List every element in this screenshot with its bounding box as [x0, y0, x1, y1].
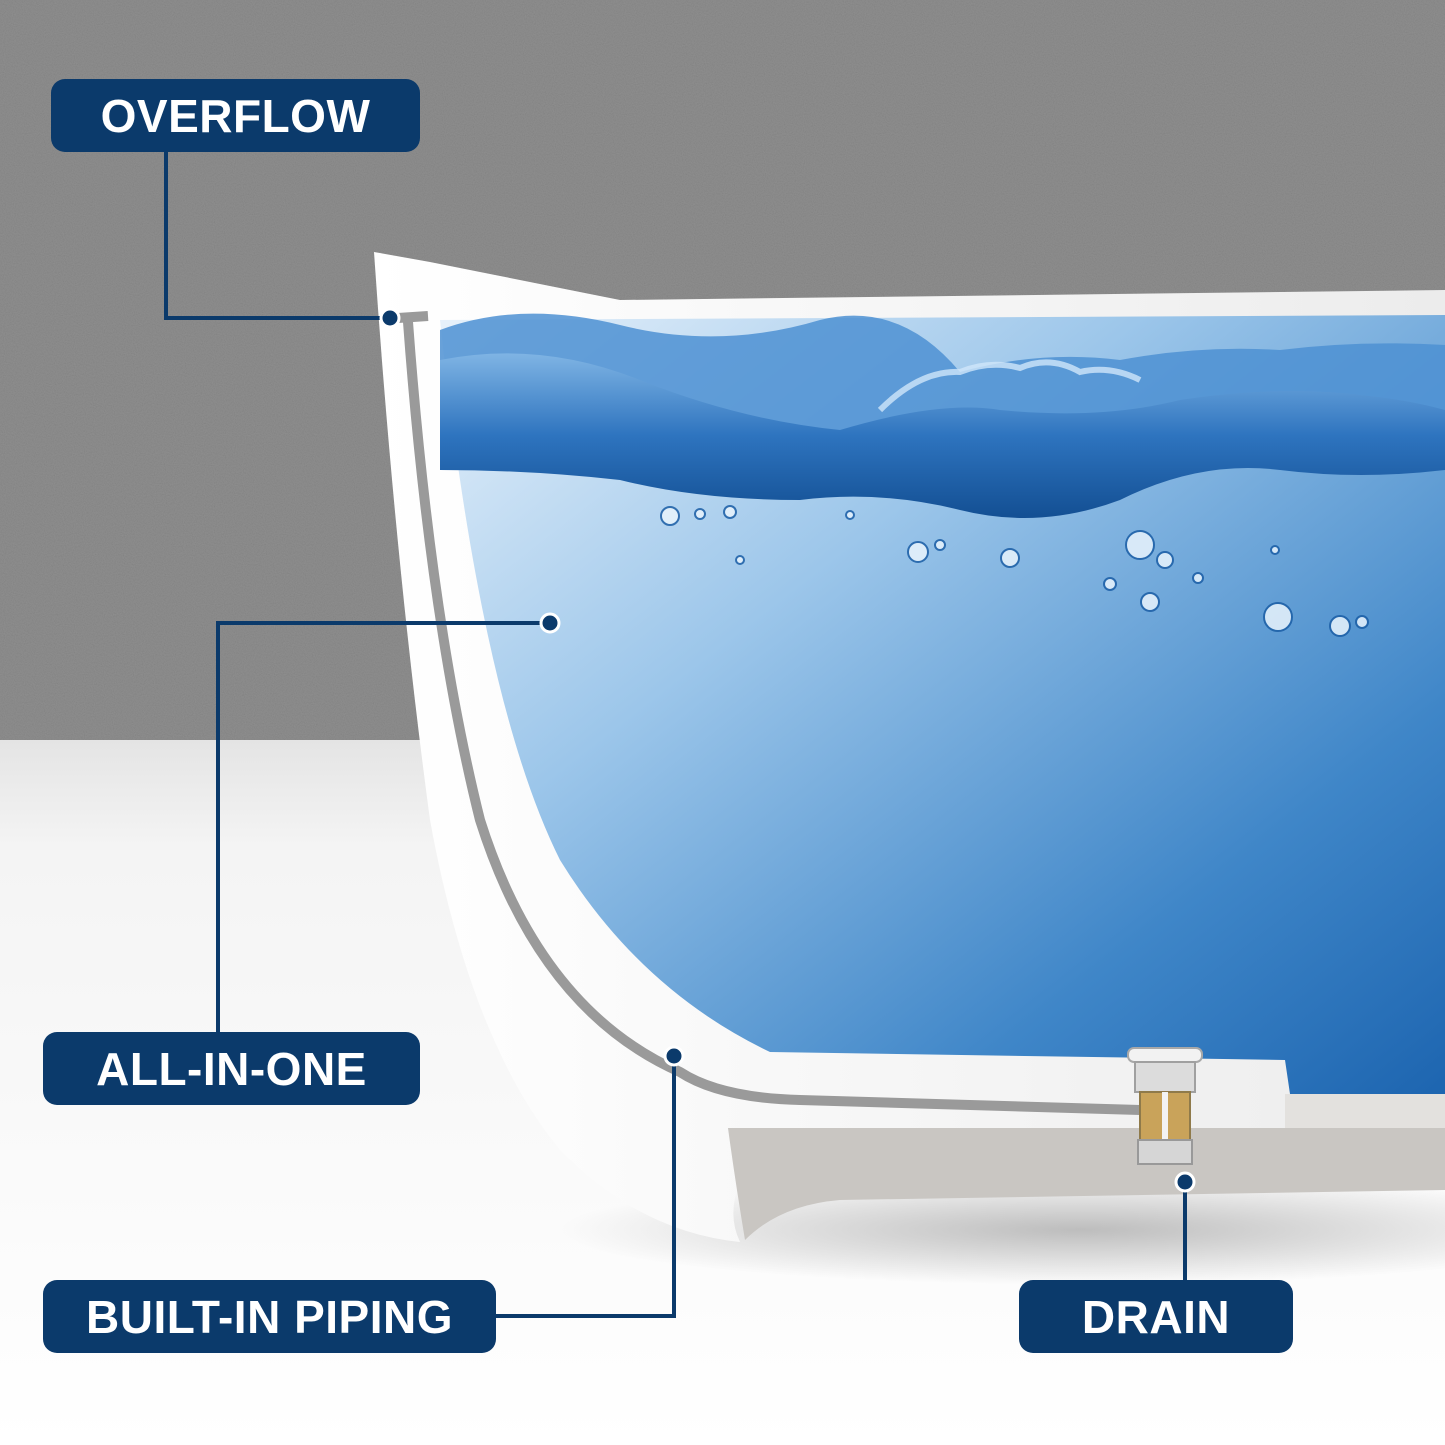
leader-piping	[496, 1056, 676, 1318]
all-in-one-label: ALL-IN-ONE	[43, 1032, 420, 1105]
dot-drain	[1174, 1171, 1196, 1193]
overflow-port	[397, 311, 429, 323]
tub-base-rim	[1285, 1094, 1445, 1128]
drain-fitting	[1127, 1047, 1203, 1165]
water-body	[440, 315, 1445, 1094]
leader-lines	[164, 152, 1187, 1318]
leader-all-in-one	[216, 621, 550, 1032]
dot-piping	[663, 1045, 685, 1067]
drain-label: DRAIN	[1019, 1280, 1293, 1353]
built-in-piping-label: BUILT-IN PIPING	[43, 1280, 496, 1353]
dot-all-in-one	[539, 612, 561, 634]
leader-dots	[379, 307, 1196, 1193]
dot-overflow	[379, 307, 401, 329]
built-in-piping-channel	[403, 317, 1145, 1115]
leader-overflow	[164, 152, 390, 320]
water-bubbles	[660, 505, 1369, 637]
water-wave-crest	[877, 359, 1142, 413]
tub-base-cutaway	[728, 1128, 1445, 1240]
overflow-label: OVERFLOW	[51, 79, 420, 152]
water-wave-front	[440, 353, 1445, 518]
